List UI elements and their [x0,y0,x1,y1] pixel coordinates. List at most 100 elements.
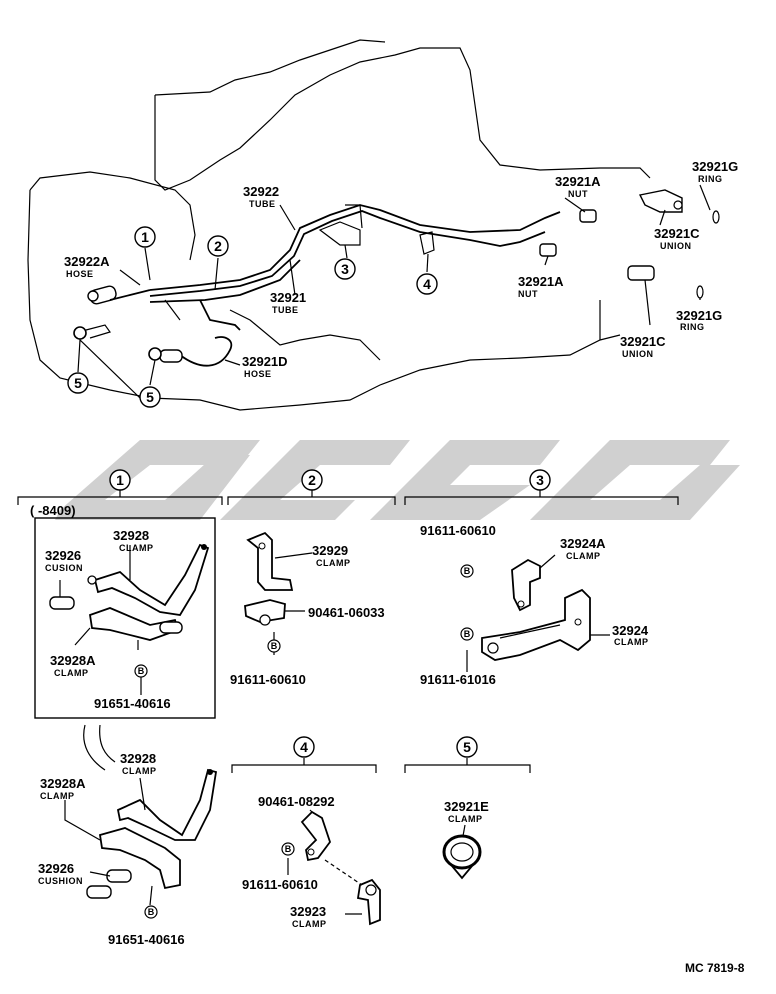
label-32926b-desc: CUSHION [38,876,83,886]
label-32921-desc: TUBE [272,305,299,315]
section-5-labels: 32921E CLAMP [444,799,489,824]
section-2-labels: 32929 CLAMP 90461-06033 B 91611-60610 [230,543,385,687]
section-1b-parts [64,768,218,906]
bolt-91611-60610-s4: 91611-60610 [242,877,318,892]
nut-90461-06033: 90461-06033 [308,605,385,620]
engine-outline [27,39,651,411]
callout-5-top-left: 5 [74,375,82,391]
label-32922-num: 32922 [243,184,279,199]
label-32921a-mid-num: 32921A [518,274,564,289]
section-5-parts [442,824,482,880]
label-32921e-desc: CLAMP [448,814,483,824]
section-2-parts [244,531,313,655]
clamp-3-part [318,204,363,246]
section-callout-3: 3 [536,472,544,488]
callout-3-top: 3 [341,261,349,277]
section-callout-2: 2 [308,472,316,488]
bolt-91651-40616: 91651-40616 [94,696,171,711]
label-32928b-desc: CLAMP [122,766,157,776]
callout-4-top: 4 [423,276,431,292]
ring-32921g-bottom [696,285,704,299]
label-32922a-num: 32922A [64,254,110,269]
bolt-mark-3b: B [464,629,471,639]
label-32921e-num: 32921E [444,799,489,814]
label-32921g-top-num: 32921G [692,159,738,174]
watermark [55,440,740,520]
label-32924a-num: 32924A [560,536,606,551]
label-32923-num: 32923 [290,904,326,919]
section-3-parts [466,554,610,672]
callout-2-top: 2 [214,238,222,254]
section-1-labels: 32928 CLAMP 32926 CUSION 32928A CLAMP B … [45,528,171,711]
label-32926-desc: CUSION [45,563,83,573]
label-32921g-bottom-desc: RING [680,322,705,332]
label-32926-num: 32926 [45,548,81,563]
brake-tubes [149,204,561,331]
bolt-91611-60610-s2: 91611-60610 [230,672,306,687]
label-32928b-num: 32928 [120,751,156,766]
leaders-top [77,184,711,399]
hose-32921d [159,336,233,367]
arrow-1 [83,724,106,771]
figure-ref: MC 7819-8 [685,961,745,975]
section-brackets [17,490,679,773]
label-32928a-num: 32928A [50,653,96,668]
label-32926b-num: 32926 [38,861,74,876]
nut-32921a-top [579,209,597,223]
hose-32922a [87,285,151,305]
bolt-mark-3a: B [464,566,471,576]
ring-32921g-top [712,210,720,224]
section-3-labels: 91611-60610 B 32924A CLAMP 32924 CLAMP B… [420,523,649,687]
callout-5-top-right: 5 [146,389,154,405]
section-callout-4: 4 [300,739,308,755]
label-32921d-desc: HOSE [244,369,272,379]
label-32921g-bottom-num: 32921G [676,308,722,323]
label-32921a-top-num: 32921A [555,174,601,189]
nut-32921a-mid [539,243,557,257]
section-4-parts [287,809,381,926]
callout-1-top: 1 [141,229,149,245]
label-32928ab-desc: CLAMP [40,791,75,801]
label-32922-desc: TUBE [249,199,276,209]
section-1b-labels: 32928 CLAMP 32928A CLAMP 32926 CUSHION B… [38,751,185,947]
label-32921a-top-desc: NUT [568,189,588,199]
bolt-mark-1b: B [148,907,155,917]
label-32921d-num: 32921D [242,354,288,369]
label-32921c-bottom-num: 32921C [620,334,666,349]
nut-90461-08292: 90461-08292 [258,794,335,809]
section-1-parts [49,543,210,650]
label-32924-desc: CLAMP [614,637,649,647]
label-32922a-desc: HOSE [66,269,94,279]
label-32928-desc: CLAMP [119,543,154,553]
label-32924a-desc: CLAMP [566,551,601,561]
label-32923-desc: CLAMP [292,919,327,929]
union-32921c-bottom [627,265,655,281]
bolt-mark-4: B [285,844,292,854]
label-32929-desc: CLAMP [316,558,351,568]
bolt-91611-61016: 91611-61016 [420,672,496,687]
clamp-5-right [148,347,162,361]
label-32921c-top-num: 32921C [654,226,700,241]
section-callouts: 1 2 3 4 5 [109,469,551,758]
bolt-mark-1: B [138,666,145,676]
arrow-2 [99,724,116,763]
label-32929-num: 32929 [312,543,348,558]
clamp-4-part [419,231,435,255]
bolt-91651-40616-b: 91651-40616 [108,932,185,947]
watermark-shape-4 [530,440,740,520]
bolt-mark-2: B [271,641,278,651]
range-note: ( -8409) [30,503,76,518]
section-1-box [34,517,216,719]
label-32921g-top-desc: RING [698,174,723,184]
watermark-shape-3 [370,440,560,520]
labels-top: 32922 TUBE 32921A NUT 32921G RING 32922A… [64,159,738,379]
bolt-91611-60610-s3: 91611-60610 [420,523,496,538]
label-32924-num: 32924 [612,623,649,638]
clamp-5-left [73,324,111,340]
label-32921-num: 32921 [270,290,306,305]
label-32928a-desc: CLAMP [54,668,89,678]
label-32928ab-num: 32928A [40,776,86,791]
section-4-labels: 90461-08292 B 91611-60610 32923 CLAMP [242,794,335,929]
label-32928-num: 32928 [113,528,149,543]
